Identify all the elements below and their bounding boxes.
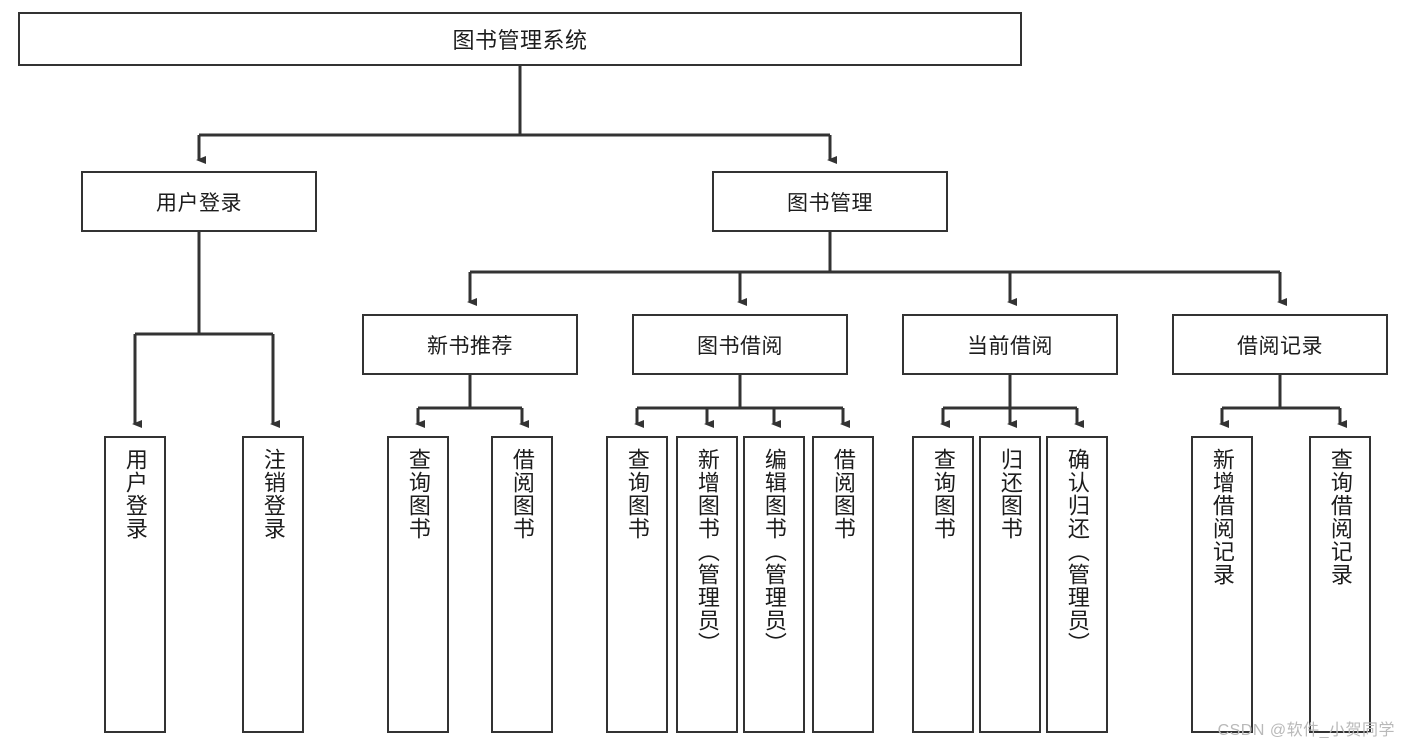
leaf-borrow-records-add[interactable]: 新增借阅记录 xyxy=(1191,436,1253,733)
csdn-watermark: CSDN @软件_小贺同学 xyxy=(1217,722,1395,739)
node-book-management[interactable]: 图书管理 xyxy=(712,171,948,232)
leaf-current-borrow-return[interactable]: 归还图书 xyxy=(979,436,1041,733)
edges-userlogin-leaves xyxy=(132,232,280,428)
edges-root xyxy=(196,66,837,164)
leaf-book-borrow-borrow[interactable]: 借阅图书 xyxy=(812,436,874,733)
node-label: 借阅记录 xyxy=(1237,334,1323,358)
leaf-book-borrow-add[interactable]: 新增图书（管理员） xyxy=(676,436,738,733)
node-label: 借阅图书 xyxy=(830,448,856,540)
node-label: 查询图书 xyxy=(930,448,956,540)
leaf-new-book-query[interactable]: 查询图书 xyxy=(387,436,449,733)
node-label: 查询借阅记录 xyxy=(1327,448,1353,586)
leaf-book-borrow-edit[interactable]: 编辑图书（管理员） xyxy=(743,436,805,733)
edges-level2-booksmgmt xyxy=(467,232,1287,306)
node-label: 新增借阅记录 xyxy=(1209,448,1235,586)
leaf-user-login-login[interactable]: 用户登录 xyxy=(104,436,166,733)
leaf-current-borrow-query[interactable]: 查询图书 xyxy=(912,436,974,733)
edges-bookborrow-leaves xyxy=(634,375,850,428)
leaf-user-login-logout[interactable]: 注销登录 xyxy=(242,436,304,733)
node-borrow-records[interactable]: 借阅记录 xyxy=(1172,314,1388,375)
edges-borrowrecords-leaves xyxy=(1219,375,1347,428)
node-new-book-recommend[interactable]: 新书推荐 xyxy=(362,314,578,375)
node-user-login[interactable]: 用户登录 xyxy=(81,171,317,232)
node-label: 注销登录 xyxy=(260,448,286,540)
node-root-system[interactable]: 图书管理系统 xyxy=(18,12,1022,66)
node-label: 新书推荐 xyxy=(427,334,513,358)
node-label: 查询图书 xyxy=(624,448,650,540)
node-label: 编辑图书（管理员） xyxy=(761,448,787,655)
node-label: 查询图书 xyxy=(405,448,431,540)
leaf-borrow-records-query[interactable]: 查询借阅记录 xyxy=(1309,436,1371,733)
node-label: 用户登录 xyxy=(156,191,242,215)
node-label: 借阅图书 xyxy=(509,448,535,540)
leaf-new-book-borrow[interactable]: 借阅图书 xyxy=(491,436,553,733)
node-label: 图书管理系统 xyxy=(452,28,588,53)
node-label: 用户登录 xyxy=(122,448,148,540)
node-label: 图书管理 xyxy=(787,191,873,215)
node-label: 新增图书（管理员） xyxy=(694,448,720,655)
leaf-book-borrow-query[interactable]: 查询图书 xyxy=(606,436,668,733)
edges-currentborrow-leaves xyxy=(940,375,1084,428)
edges-newbook-leaves xyxy=(415,375,529,428)
node-current-borrow[interactable]: 当前借阅 xyxy=(902,314,1118,375)
node-label: 确认归还（管理员） xyxy=(1064,448,1090,655)
node-book-borrow[interactable]: 图书借阅 xyxy=(632,314,848,375)
node-label: 归还图书 xyxy=(997,448,1023,540)
node-label: 图书借阅 xyxy=(697,334,783,358)
node-label: 当前借阅 xyxy=(967,334,1053,358)
leaf-current-borrow-confirm-return[interactable]: 确认归还（管理员） xyxy=(1046,436,1108,733)
